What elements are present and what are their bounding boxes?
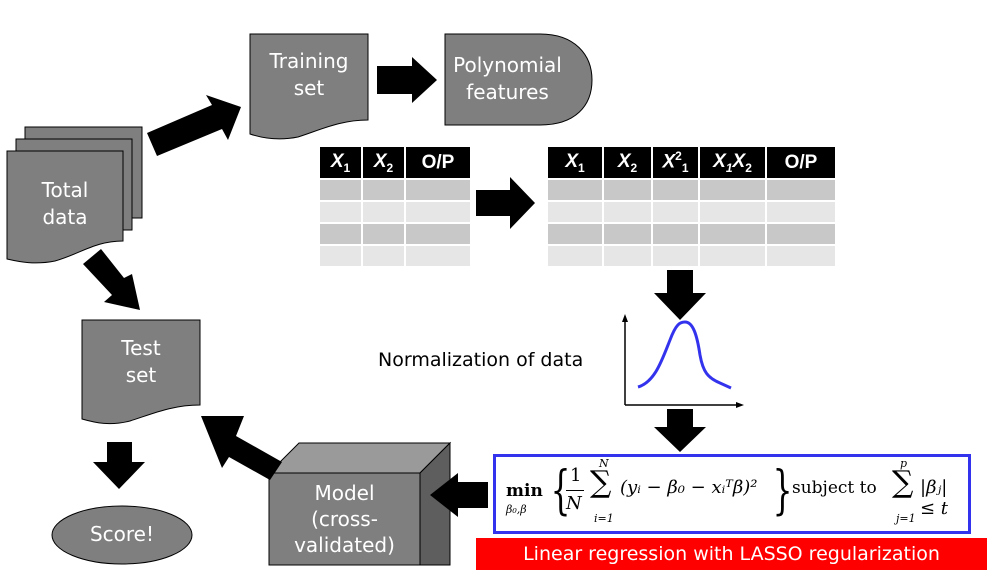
arrow-formula-to-model xyxy=(430,473,488,517)
table-row xyxy=(548,246,835,266)
table-row xyxy=(548,180,835,200)
formula-right-brace: } xyxy=(772,461,793,521)
model-node xyxy=(267,441,452,566)
arrow-total-to-training xyxy=(147,95,241,156)
arrow-model-to-test xyxy=(201,416,282,480)
header-x2: X2 xyxy=(363,147,404,178)
polynomial-features-label-line1: Polynomial xyxy=(453,53,562,77)
table-row xyxy=(320,224,470,244)
formula-sum1-sigma: ∑ xyxy=(590,465,612,500)
input-data-table: X1 X2 O/P xyxy=(318,145,472,268)
model-box-front xyxy=(268,472,421,566)
model-label-line1: Model xyxy=(314,481,375,505)
table-row xyxy=(320,202,470,222)
arrow-total-to-test xyxy=(83,249,140,310)
table-row xyxy=(320,180,470,200)
input-table-header: X1 X2 O/P xyxy=(320,147,470,178)
score-node xyxy=(51,505,193,565)
polynomial-feature-table: X1 X2 X21 X1X2 O/P xyxy=(546,145,837,268)
total-data-node xyxy=(6,126,143,264)
formula-subject-to: subject to xyxy=(792,478,877,498)
header-x1-squared: X21 xyxy=(653,147,698,178)
arrow-input-to-feature-table xyxy=(476,177,535,229)
training-set-label-line1: Training xyxy=(269,49,349,73)
formula-sum2-lower: j=1 xyxy=(896,512,916,525)
score-label: Score! xyxy=(89,522,155,546)
normalization-plot xyxy=(622,314,744,408)
header-output: O/P xyxy=(767,147,835,178)
polynomial-features-label: Polynomial features xyxy=(445,52,570,106)
total-data-label-line1: Total xyxy=(41,178,89,202)
model-label-line3: validated) xyxy=(294,533,395,557)
y-axis-arrowhead-icon xyxy=(622,314,628,322)
arrow-training-to-polynomial xyxy=(377,57,437,103)
arrow-test-to-score xyxy=(93,442,145,489)
training-set-label: Training set xyxy=(250,48,368,102)
formula-sum1-upper: N xyxy=(599,457,609,470)
lasso-caption: Linear regression with LASSO regularizat… xyxy=(476,538,987,570)
model-label: Model (cross- validated) xyxy=(269,480,420,558)
table-row xyxy=(548,202,835,222)
total-data-label-line2: data xyxy=(42,205,88,229)
feature-table-header: X1 X2 X21 X1X2 O/P xyxy=(548,147,835,178)
formula-constraint: |βⱼ| ≤ t xyxy=(920,477,949,519)
formula-sum1-lower: i=1 xyxy=(594,512,614,525)
polynomial-features-node xyxy=(444,33,593,126)
formula-min-subscript: β₀,β xyxy=(506,503,527,516)
model-box-top xyxy=(267,442,452,474)
formula-sum2-sigma: ∑ xyxy=(892,465,914,500)
header-output: O/P xyxy=(406,147,470,178)
header-x1: X1 xyxy=(320,147,361,178)
formula-min: min xyxy=(506,481,543,501)
table-row xyxy=(548,224,835,244)
polynomial-features-label-line2: features xyxy=(466,80,549,104)
header-x2: X2 xyxy=(604,147,651,178)
total-data-label: Total data xyxy=(7,177,123,231)
test-set-label-line1: Test xyxy=(121,336,161,360)
formula-fraction-bar xyxy=(566,490,584,491)
lasso-formula-box: min β₀,β { 1 N N ∑ i=1 (yᵢ − β₀ − xᵢᵀβ)²… xyxy=(493,454,971,534)
formula-squared-error: (yᵢ − β₀ − xᵢᵀβ)² xyxy=(620,477,758,498)
table-row xyxy=(320,246,470,266)
normalization-label: Normalization of data xyxy=(378,349,584,371)
formula-fraction-numerator: 1 xyxy=(570,465,582,486)
test-set-node xyxy=(81,319,201,425)
test-set-label-line2: set xyxy=(125,363,157,387)
bell-curve xyxy=(637,320,732,390)
training-set-label-line2: set xyxy=(293,76,325,100)
x-axis-arrowhead-icon xyxy=(736,402,744,408)
formula-left-brace: { xyxy=(550,461,571,521)
model-label-line2: (cross- xyxy=(311,507,378,531)
arrow-feature-to-normalization xyxy=(654,270,706,320)
formula-fraction-denominator: N xyxy=(566,493,582,514)
training-set-node xyxy=(249,33,369,140)
test-set-label: Test set xyxy=(82,335,200,389)
header-x1x2: X1X2 xyxy=(700,147,765,178)
arrow-normalization-to-formula xyxy=(654,409,706,452)
formula-sum2-upper: p xyxy=(900,457,908,470)
document-stack-front xyxy=(6,150,124,264)
header-x1: X1 xyxy=(548,147,602,178)
